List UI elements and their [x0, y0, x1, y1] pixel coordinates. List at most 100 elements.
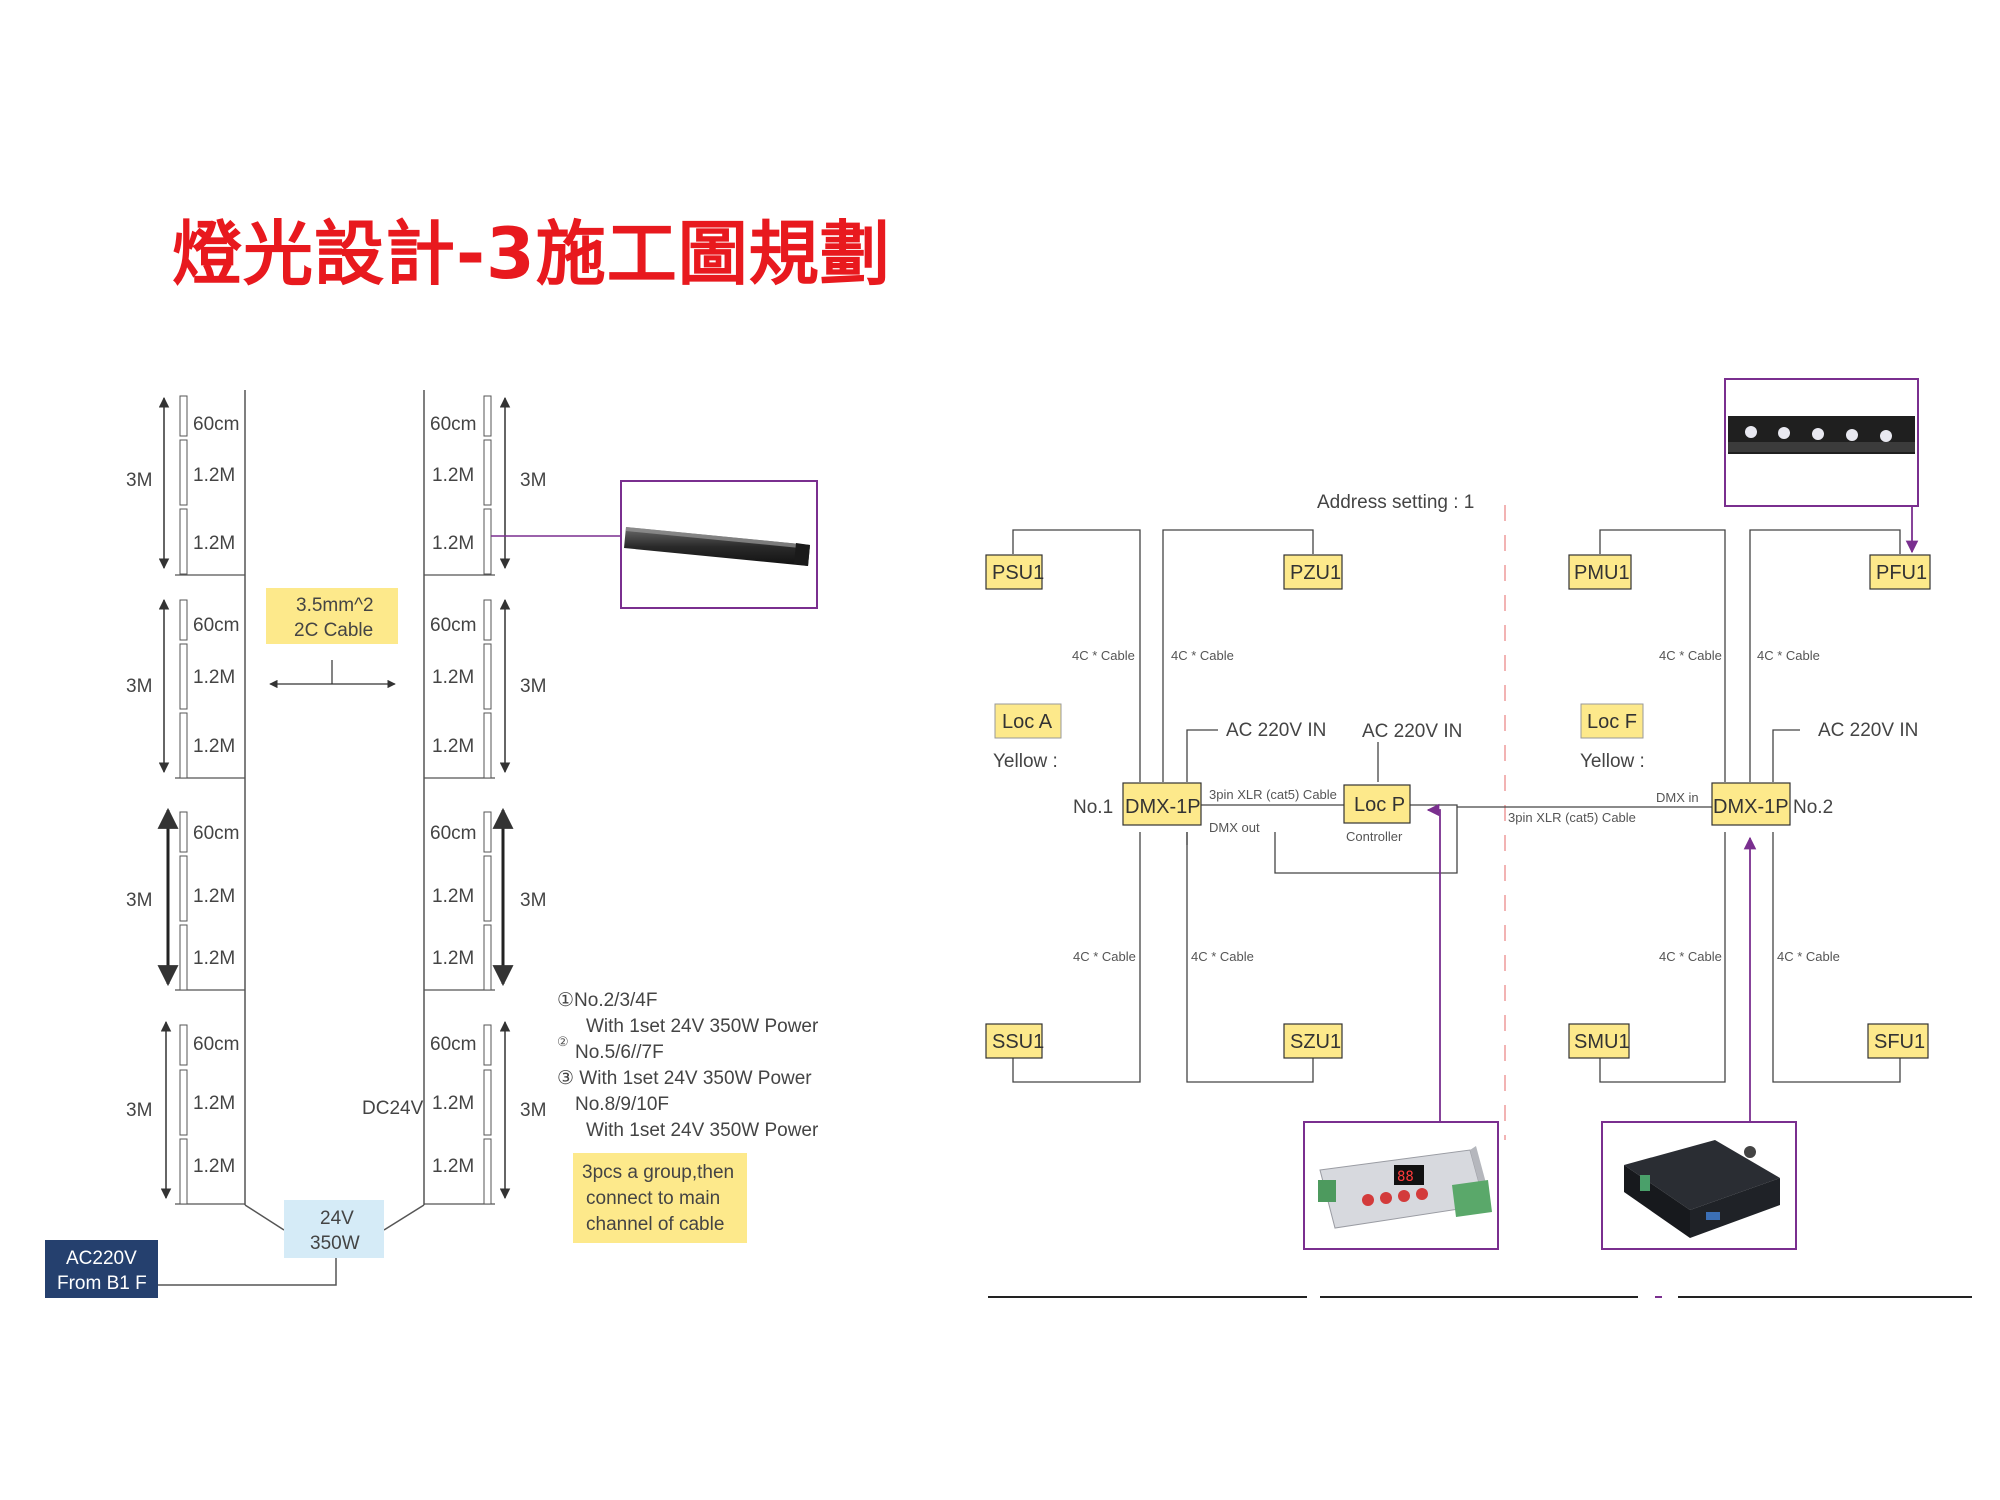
- strip-segment: [483, 811, 492, 853]
- segment-label: 1.2M: [432, 667, 474, 688]
- strip-segment: [483, 395, 492, 437]
- unit-label-pfu1: PFU1: [1876, 562, 1927, 584]
- strip-segment: [483, 1024, 492, 1066]
- segment-label: 1.2M: [193, 1093, 235, 1114]
- unit-label-pmu1: PMU1: [1574, 562, 1630, 584]
- unit-label-smu1: SMU1: [1574, 1031, 1630, 1053]
- unit-label-szu1: SZU1: [1290, 1031, 1341, 1053]
- controller-label: Controller: [1346, 829, 1403, 844]
- segment-label: 60cm: [430, 823, 476, 844]
- power-line2: 350W: [310, 1233, 360, 1254]
- cable-spec-line2: 2C Cable: [294, 620, 373, 641]
- note-line: ③ With 1set 24V 350W Power: [557, 1068, 812, 1089]
- segment-label: 1.2M: [193, 1156, 235, 1177]
- segment-label: 1.2M: [193, 948, 235, 969]
- segment-label: 1.2M: [432, 533, 474, 554]
- segment-label: 1.2M: [432, 948, 474, 969]
- cable-label: 4C * Cable: [1659, 949, 1722, 964]
- strip-segment: [179, 1069, 188, 1136]
- note-line: With 1set 24V 350W Power: [586, 1016, 819, 1037]
- unit-label-psu1: PSU1: [992, 562, 1044, 584]
- left-group-wires: [1012, 529, 1458, 1083]
- unit-box-ssu1: [985, 1023, 1043, 1059]
- ac-in-label: AC 220V IN: [1226, 720, 1326, 741]
- left-diagram: 60cm 1.2M 1.2M 60cm 1.2M 1.2M 3M 3M 60cm…: [45, 390, 819, 1298]
- tier-4: 60cm 1.2M 1.2M 60cm 1.2M 1.2M 3M 3M: [126, 1020, 546, 1205]
- strip-segment: [483, 439, 492, 506]
- dc-label: DC24V: [362, 1098, 424, 1119]
- unit-box-sfu1: [1867, 1023, 1929, 1059]
- strip-segment: [483, 599, 492, 641]
- xlr-label: 3pin XLR (cat5) Cable: [1508, 810, 1636, 825]
- strip-segment: [179, 855, 188, 922]
- dmx-box-2: [1711, 782, 1791, 826]
- dmx-in-label: DMX in: [1656, 790, 1699, 805]
- loc-p-label: Loc P: [1354, 794, 1405, 816]
- strip-segment: [483, 855, 492, 922]
- cable-label: 4C * Cable: [1757, 648, 1820, 663]
- strip-segment: [483, 712, 492, 779]
- segment-label: 1.2M: [432, 886, 474, 907]
- dmx-box-1: [1122, 782, 1202, 826]
- dmx-no2-label: No.2: [1793, 797, 1833, 818]
- strip-segment: [179, 439, 188, 506]
- address-setting: Address setting : 1: [1317, 492, 1474, 513]
- segment-label: 1.2M: [432, 736, 474, 757]
- segment-label: 1.2M: [193, 667, 235, 688]
- yellow-label: Yellow :: [993, 751, 1058, 772]
- cable-label: 4C * Cable: [1072, 648, 1135, 663]
- controller-photo-arrow: [1426, 803, 1441, 1122]
- right-diagram: Address setting : 1 PSU1 PZU: [985, 378, 1972, 1298]
- unit-label-sfu1: SFU1: [1874, 1031, 1925, 1053]
- segment-label: 1.2M: [432, 1093, 474, 1114]
- height-label: 3M: [126, 1100, 152, 1121]
- strip-segment: [483, 924, 492, 991]
- dmx-out-label: DMX out: [1209, 820, 1260, 835]
- cable-spec-line1: 3.5mm^2: [296, 595, 374, 616]
- unit-box-psu1: [985, 554, 1043, 590]
- unit-box-smu1: [1568, 1023, 1630, 1059]
- height-label: 3M: [520, 470, 546, 491]
- power-line1: 24V: [320, 1208, 354, 1229]
- unit-label-ssu1: SSU1: [992, 1031, 1044, 1053]
- unit-label-pzu1: PZU1: [1290, 562, 1341, 584]
- note-line: No.5/6//7F: [575, 1042, 664, 1063]
- segment-label: 60cm: [193, 1034, 239, 1055]
- strip-segment: [179, 643, 188, 710]
- ac-in-label: AC 220V IN: [1818, 720, 1918, 741]
- height-label: 3M: [126, 890, 152, 911]
- cable-label: 4C * Cable: [1777, 949, 1840, 964]
- tier-1: 60cm 1.2M 1.2M 60cm 1.2M 1.2M 3M 3M: [126, 395, 546, 576]
- page-title: 燈光設計-3施工圖規劃: [172, 213, 891, 295]
- ac-in-label: AC 220V IN: [1362, 721, 1462, 742]
- group-note-line: 3pcs a group,then: [582, 1162, 734, 1183]
- segment-label: 60cm: [193, 414, 239, 435]
- led-bar-photo: [624, 527, 810, 566]
- strip-segment: [483, 1069, 492, 1136]
- segment-label: 1.2M: [193, 465, 235, 486]
- controller-display: 88: [1397, 1169, 1414, 1185]
- tier-3: 60cm 1.2M 1.2M 60cm 1.2M 1.2M 3M 3M: [126, 807, 546, 991]
- strip-segment: [483, 643, 492, 710]
- cable-label: 4C * Cable: [1073, 949, 1136, 964]
- note-line: ②: [557, 1034, 569, 1049]
- strip-segment: [483, 1138, 492, 1205]
- height-label: 3M: [520, 1100, 546, 1121]
- height-label: 3M: [126, 676, 152, 697]
- segment-label: 1.2M: [193, 736, 235, 757]
- cable-label: 4C * Cable: [1659, 648, 1722, 663]
- strip-segment: [179, 811, 188, 853]
- group-note-box: [573, 1153, 747, 1243]
- height-label: 3M: [520, 890, 546, 911]
- segment-label: 60cm: [430, 414, 476, 435]
- controller-photo: 88: [1318, 1146, 1492, 1229]
- ac-line2: From B1 F: [57, 1273, 147, 1294]
- segment-label: 60cm: [430, 615, 476, 636]
- strip-segment: [179, 508, 188, 575]
- strip-segment: [179, 1024, 188, 1066]
- group-note-line: connect to main: [586, 1188, 720, 1209]
- loc-p-box: [1343, 784, 1411, 824]
- cable-label: 4C * Cable: [1191, 949, 1254, 964]
- ac-line1: AC220V: [66, 1248, 137, 1269]
